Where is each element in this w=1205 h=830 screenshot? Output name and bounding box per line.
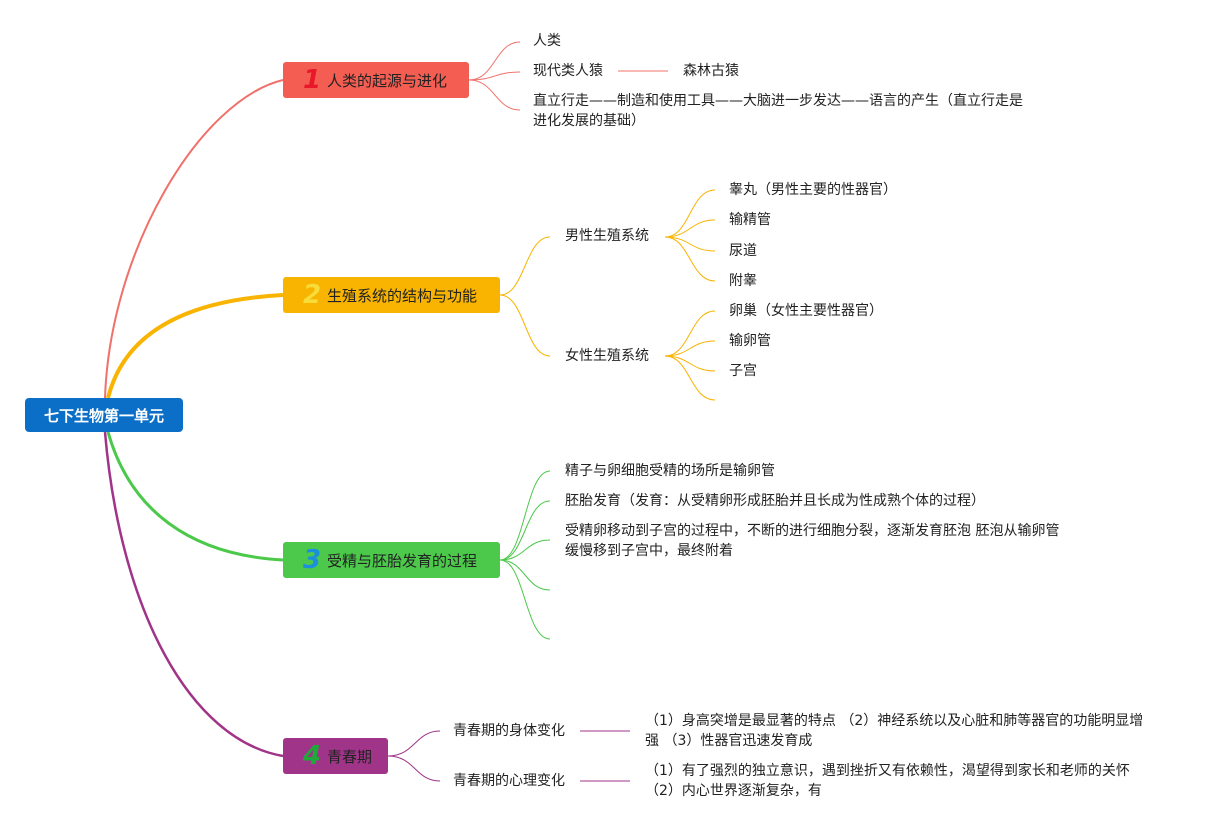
topic-title: 受精与胚胎发育的过程 — [327, 551, 478, 570]
topic-title: 生殖系统的结构与功能 — [327, 286, 478, 305]
node-testis[interactable]: 睾丸（男性主要的性器官） — [729, 182, 897, 198]
node-male-system[interactable]: 男性生殖系统 — [565, 228, 649, 244]
topic-number: 2 — [302, 280, 322, 310]
topic-reproductive-system[interactable]: 2 生殖系统的结构与功能 — [283, 277, 500, 313]
topic-number: 1 — [302, 65, 322, 95]
link-root-topic1 — [104, 79, 284, 399]
node-embryo-development[interactable]: 胚胎发育（发育：从受精卵形成胚胎并且长成为性成熟个体的过程） — [565, 493, 985, 509]
node-modern-apes[interactable]: 现代类人猿 — [533, 63, 603, 79]
topic-number: 4 — [302, 741, 322, 771]
node-epididymis[interactable]: 附睾 — [729, 273, 757, 289]
node-upright-walking[interactable]: 直立行走——制造和使用工具——大脑进一步发达——语言的产生（直立行走是进化发展的… — [533, 93, 1023, 129]
link-root-topic3 — [106, 431, 284, 562]
node-ovary[interactable]: 卵巢（女性主要性器官） — [729, 303, 883, 319]
topic-number: 3 — [302, 545, 322, 575]
node-forest-ape[interactable]: 森林古猿 — [683, 63, 739, 79]
node-zygote-movement[interactable]: 受精卵移动到子宫的过程中，不断的进行细胞分裂，逐渐发育胚泡 胚泡从输卵管缓慢移到… — [565, 523, 1060, 559]
node-psychological-changes[interactable]: 青春期的心理变化 — [453, 773, 565, 789]
node-fertilization-site[interactable]: 精子与卵细胞受精的场所是输卵管 — [565, 463, 775, 479]
node-physical-changes-detail[interactable]: （1）身高突增是最显著的特点 （2）神经系统以及心脏和肺等器官的功能明显增强 （… — [645, 713, 1144, 749]
node-physical-changes[interactable]: 青春期的身体变化 — [453, 723, 565, 739]
topic-title: 青春期 — [327, 747, 373, 766]
root-node[interactable]: 七下生物第一单元 — [25, 398, 183, 432]
node-female-system[interactable]: 女性生殖系统 — [565, 348, 649, 364]
node-oviduct[interactable]: 输卵管 — [729, 333, 771, 349]
topic-puberty[interactable]: 4 青春期 — [283, 738, 388, 774]
link-root-topic2 — [106, 293, 284, 399]
topic-fertilization-development[interactable]: 3 受精与胚胎发育的过程 — [283, 542, 500, 578]
node-psychological-changes-detail[interactable]: （1）有了强烈的独立意识，遇到挫折又有依赖性，渴望得到家长和老师的关怀（2）内心… — [645, 763, 1130, 799]
node-urethra[interactable]: 尿道 — [729, 243, 757, 259]
node-vas-deferens[interactable]: 输精管 — [729, 212, 771, 228]
node-humans[interactable]: 人类 — [533, 33, 561, 49]
node-uterus[interactable]: 子宫 — [729, 363, 757, 379]
topic-title: 人类的起源与进化 — [327, 71, 448, 90]
link-root-topic4 — [103, 431, 284, 758]
topic-origin-evolution[interactable]: 1 人类的起源与进化 — [283, 62, 469, 98]
